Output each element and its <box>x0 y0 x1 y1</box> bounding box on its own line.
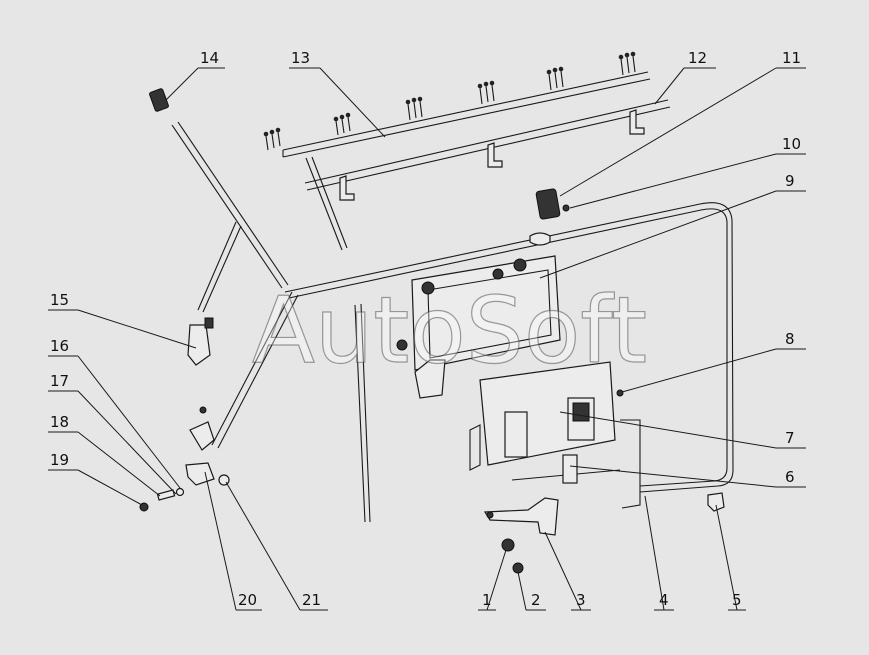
callout-12: 12 <box>688 49 707 67</box>
sensor-15 <box>187 317 214 366</box>
callout-7: 7 <box>785 429 795 447</box>
callout-20: 20 <box>238 591 257 609</box>
callout-1: 1 <box>482 591 492 609</box>
ecu-module-7 <box>469 361 641 509</box>
callout-5: 5 <box>732 591 742 609</box>
callout-9: 9 <box>785 172 795 190</box>
callout-2: 2 <box>531 591 541 609</box>
callout-14: 14 <box>200 49 219 67</box>
leader-lines <box>48 67 806 611</box>
callout-11: 11 <box>782 49 801 67</box>
harness-bracket-12 <box>304 99 671 201</box>
callout-6: 6 <box>785 468 795 486</box>
callout-10: 10 <box>782 135 801 153</box>
callout-19: 19 <box>50 451 69 469</box>
callout-17: 17 <box>50 372 69 390</box>
callout-labels: 14 13 12 11 10 9 8 7 6 15 16 17 18 19 20… <box>50 49 801 609</box>
callout-13: 13 <box>291 49 310 67</box>
bracket-3 <box>483 497 559 536</box>
callout-16: 16 <box>50 337 69 355</box>
clip-20 <box>185 406 215 486</box>
small-fittings <box>139 389 725 574</box>
callout-21: 21 <box>302 591 321 609</box>
callout-18: 18 <box>50 413 69 431</box>
callout-4: 4 <box>659 591 669 609</box>
sensor-11 <box>535 188 570 220</box>
harness-tube-14 <box>149 88 299 449</box>
injector-harness-13 <box>263 51 651 251</box>
ecu-mount-frame-9 <box>396 255 561 399</box>
callout-8: 8 <box>785 330 795 348</box>
callout-3: 3 <box>576 591 586 609</box>
wire-frame-4 <box>284 202 734 523</box>
callout-15: 15 <box>50 291 69 309</box>
watermark-text: AutoSoft <box>252 277 647 384</box>
